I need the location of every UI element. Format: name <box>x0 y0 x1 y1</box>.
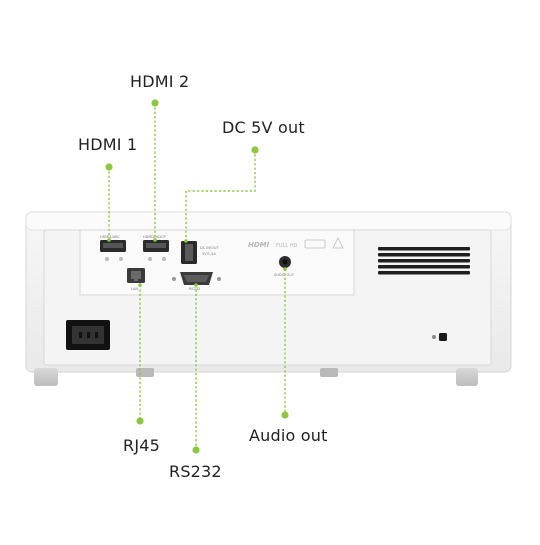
dc-usb-port <box>181 241 197 264</box>
audio-out-port <box>279 256 291 268</box>
callout-dot-dc5v-end <box>184 239 188 243</box>
rs232-port <box>172 272 221 285</box>
callout-lines <box>108 103 286 450</box>
callout-dot-dc5v <box>251 146 259 154</box>
rs232-port-mark: RS232 <box>189 287 200 291</box>
callout-dot-hdmi2 <box>151 99 159 107</box>
fullhd-logo: FULL HD <box>276 243 297 249</box>
callout-label-rj45: RJ45 <box>123 436 160 455</box>
callout-dot-audio <box>281 411 289 419</box>
hdmi1-port <box>100 240 126 252</box>
callout-label-hdmi1: HDMI 1 <box>78 135 138 154</box>
hdmi1-port-mark: HDMI1/ARC <box>100 235 120 239</box>
callout-line-dc5v <box>185 150 256 241</box>
foot-center-right <box>320 368 338 377</box>
foot-right <box>456 368 478 386</box>
callout-label-dc5v: DC 5V out <box>222 118 305 137</box>
hdmi2-port <box>143 240 169 252</box>
vent-grille-icon <box>378 247 470 275</box>
foot-left <box>34 368 58 386</box>
callout-dot-audio-end <box>283 267 287 271</box>
certification-marks <box>304 237 344 249</box>
hdmi-logo: HDMI <box>248 241 270 249</box>
callout-dot-rj45 <box>136 417 144 425</box>
projector-top-edge <box>25 211 512 231</box>
callout-dot-rs232 <box>192 446 200 454</box>
lan-port-mark: LAN <box>131 287 138 291</box>
lan-port <box>127 268 145 283</box>
power-inlet-icon <box>66 320 110 350</box>
callout-dot-rj45-end <box>138 283 142 287</box>
callout-label-rs232: RS232 <box>169 462 222 481</box>
callout-dots <box>105 99 289 454</box>
callout-label-hdmi2: HDMI 2 <box>130 72 190 91</box>
callout-dot-hdmi2-end <box>153 238 157 242</box>
callout-dot-hdmi1 <box>105 163 113 171</box>
callout-label-audio: Audio out <box>249 426 328 445</box>
dc-port-sub-mark: 5V/1.5A <box>202 252 216 256</box>
callout-dot-rs232-end <box>194 283 198 287</box>
foot-center-left <box>136 368 154 377</box>
dc-port-mark: DC IN/OUT <box>200 246 219 250</box>
callout-dot-hdmi1-end <box>107 238 111 242</box>
kensington-lock-icon <box>432 333 447 341</box>
